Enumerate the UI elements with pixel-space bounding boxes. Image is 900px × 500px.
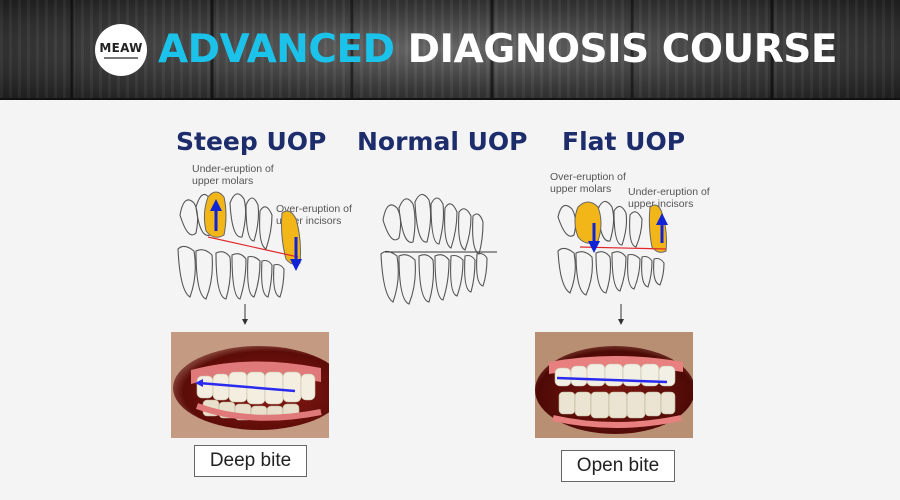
steep-note-molars-line1: Under-eruption of	[192, 163, 274, 175]
logo-text: MEAW	[99, 40, 143, 55]
flat-up-arrowhead	[656, 213, 668, 225]
normal-teeth-diagram	[380, 193, 497, 305]
open-bite-lower-teeth	[558, 391, 676, 419]
flat-note-incisors: Under-eruption of upper incisors	[628, 186, 710, 210]
steep-pointer-arrow	[242, 304, 248, 325]
deep-bite-plane-line	[198, 381, 296, 393]
steep-intraoral-photo	[171, 332, 329, 438]
steep-arrows	[210, 199, 302, 271]
flat-uop-heading: Flat UOP	[562, 127, 686, 156]
flat-note-molars-line2: upper molars	[550, 183, 612, 195]
steep-down-arrowhead	[290, 259, 302, 271]
flat-note-incisors-line1: Under-eruption of	[628, 186, 710, 198]
flat-down-arrowhead	[588, 241, 600, 253]
flat-note-molars-line1: Over-eruption of	[550, 171, 626, 183]
steep-uop-heading: Steep UOP	[176, 127, 327, 156]
flat-arrows	[588, 213, 668, 253]
header-banner: MEAW ADVANCED DIAGNOSIS COURSE	[0, 0, 900, 100]
steep-note-incisors-line1: Over-eruption of	[276, 203, 352, 215]
open-bite-lower-gum	[552, 415, 682, 428]
normal-uop-heading: Normal UOP	[357, 127, 528, 156]
meaw-logo: MEAW	[95, 24, 147, 76]
logo-underline	[104, 56, 138, 59]
steep-teeth-outline	[177, 193, 285, 300]
title-accent: ADVANCED	[158, 27, 395, 72]
open-bite-plane-line	[556, 376, 668, 384]
flat-intraoral-photo	[535, 332, 693, 438]
normal-teeth-outline	[380, 193, 488, 305]
deep-bite-upper-teeth	[196, 371, 316, 405]
flat-molar-highlight	[574, 201, 602, 244]
title-rest: DIAGNOSIS COURSE	[407, 27, 838, 72]
deep-bite-caption: Deep bite	[194, 445, 307, 477]
steep-occlusal-plane-line	[207, 236, 299, 258]
deep-bite-photo-art	[171, 332, 329, 438]
steep-note-molars-line2: upper molars	[192, 175, 254, 187]
flat-note-incisors-line2: upper incisors	[628, 198, 694, 210]
flat-pointer-arrow	[618, 304, 624, 325]
flat-incisor-highlight	[648, 204, 667, 253]
steep-teeth-diagram	[177, 191, 302, 300]
flat-teeth-diagram	[557, 200, 668, 296]
course-title: ADVANCED DIAGNOSIS COURSE	[158, 22, 837, 78]
steep-note-molars: Under-eruption of upper molars	[192, 163, 274, 187]
deep-bite-line-arrowhead	[195, 379, 203, 387]
deep-bite-lower-gum	[195, 403, 322, 421]
flat-teeth-outline	[557, 200, 665, 296]
open-bite-photo-art	[535, 332, 693, 438]
open-bite-caption: Open bite	[561, 450, 675, 482]
steep-up-arrowhead	[210, 199, 222, 211]
flat-note-molars: Over-eruption of upper molars	[550, 171, 626, 195]
